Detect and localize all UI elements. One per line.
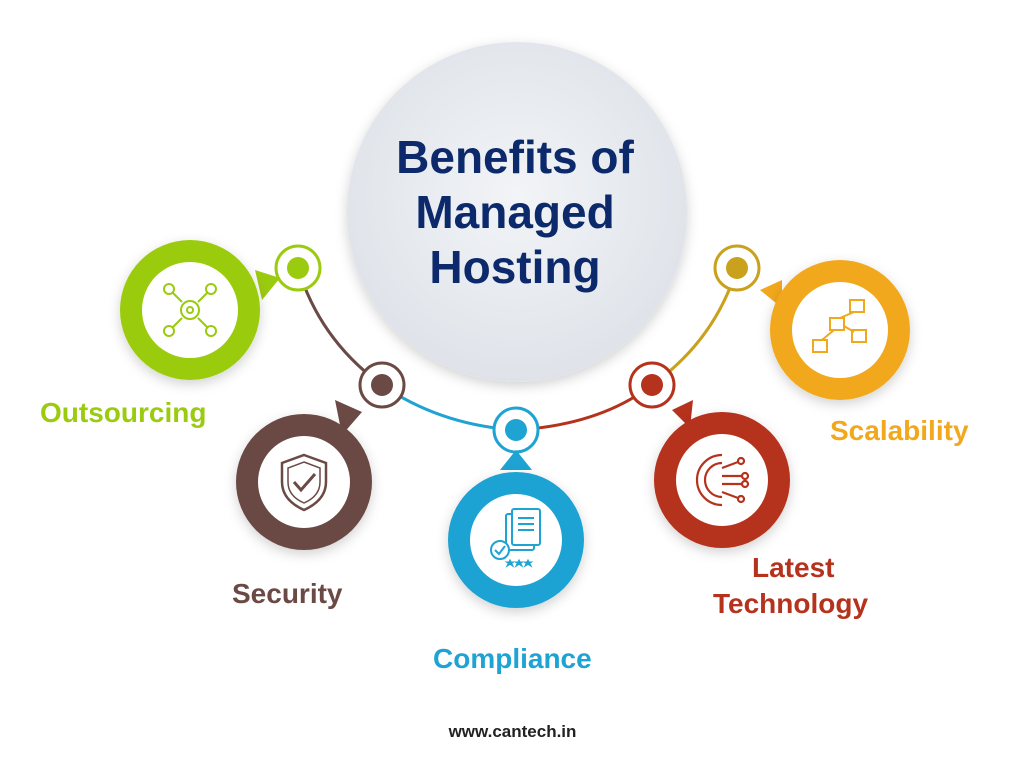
title-line-2: Managed [415,186,615,238]
security-label: Security [232,578,343,609]
diagram-title: Benefits of Managed Hosting [350,130,680,295]
latest-technology-label-line-2: Technology [713,588,869,619]
node-outsourcing [274,244,322,292]
title-line-1: Benefits of [396,131,634,183]
node-technology [628,361,676,409]
website-footer: www.cantech.in [448,722,577,741]
security-bubble [236,400,372,550]
tech-gear-circuit-icon [695,453,750,507]
network-users-icon [163,283,217,337]
node-scalability [713,244,761,292]
compliance-bubble [448,450,584,608]
latest-technology-label-line-1: Latest [752,552,835,583]
outsourcing-label: Outsourcing [40,397,207,428]
center-hub [347,42,687,382]
outsourcing-bubble [120,240,280,380]
shield-check-icon [280,453,328,512]
scalability-label: Scalability [830,415,969,446]
title-line-3: Hosting [429,241,601,293]
node-compliance [492,406,540,454]
node-security [358,361,406,409]
technology-bubble [654,400,790,548]
growth-nodes-icon [812,299,867,353]
compliance-label: Compliance [433,643,592,674]
scalability-bubble [760,260,910,400]
certificate-document-icon [490,508,541,568]
